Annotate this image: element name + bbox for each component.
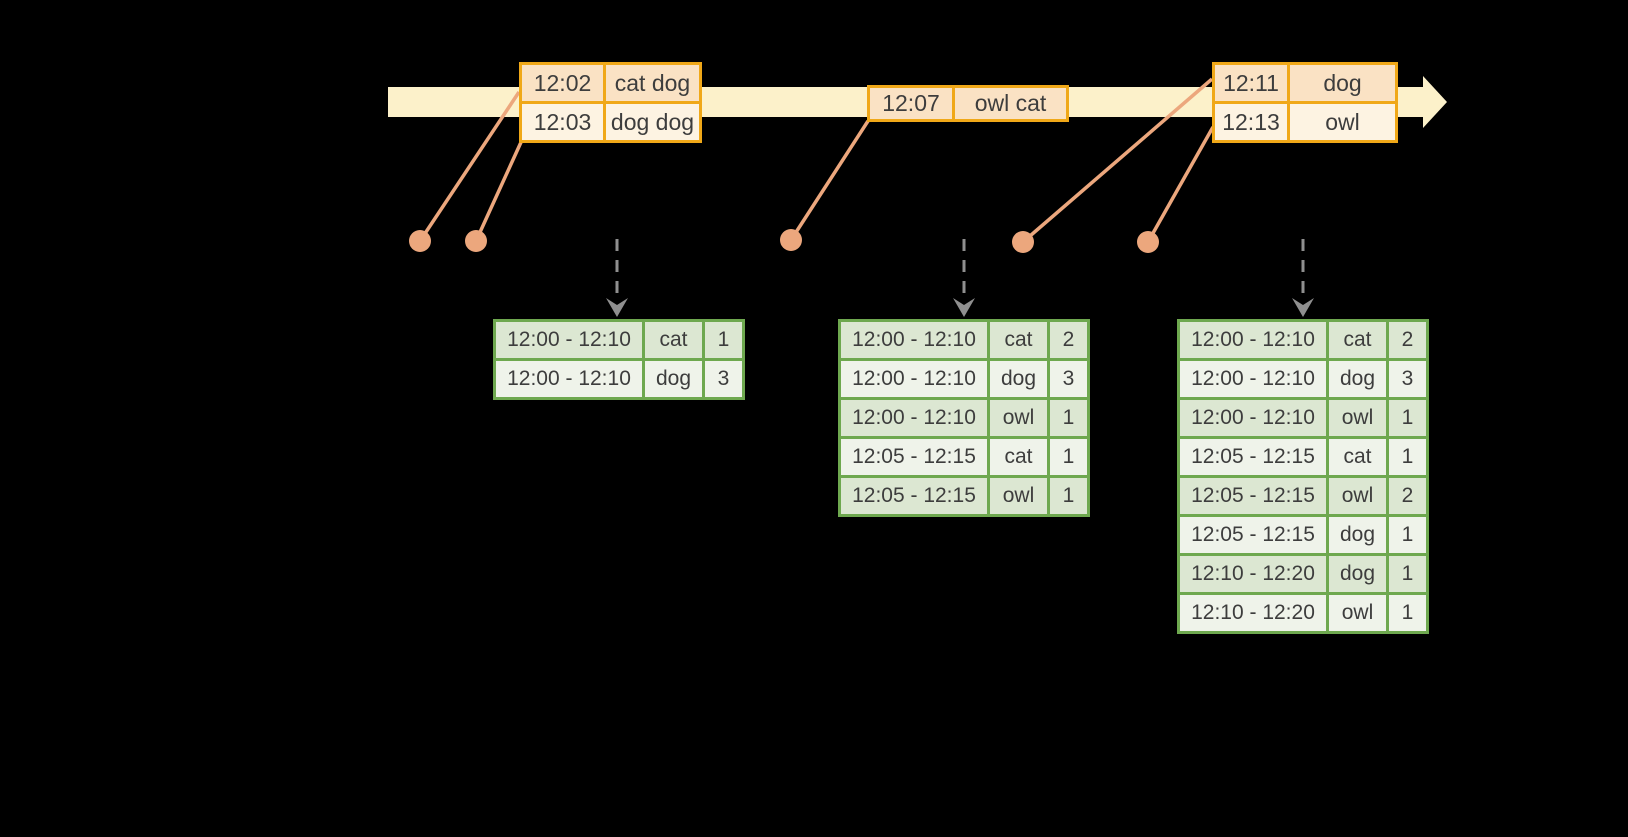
word-cell: cat	[990, 322, 1047, 358]
count-cell: 1	[1389, 595, 1426, 631]
word-cell: cat	[1329, 322, 1386, 358]
result-table-3: 12:00 - 12:10 cat 2 12:00 - 12:10 dog 3 …	[1177, 319, 1429, 634]
connector-line	[789, 120, 870, 241]
trigger-down-arrow-icon	[1292, 239, 1314, 317]
word-cell: dog	[990, 361, 1047, 397]
result-table-2: 12:00 - 12:10 cat 2 12:00 - 12:10 dog 3 …	[838, 319, 1090, 517]
event-time-cell: 12:13	[1215, 104, 1287, 140]
window-cell: 12:00 - 12:10	[496, 322, 642, 358]
result-table-1: 12:00 - 12:10 cat 1 12:00 - 12:10 dog 3	[493, 319, 745, 400]
window-cell: 12:05 - 12:15	[1180, 478, 1326, 514]
window-cell: 12:00 - 12:10	[841, 400, 987, 436]
window-cell: 12:05 - 12:15	[1180, 439, 1326, 475]
event-time-cell: 12:11	[1215, 65, 1287, 101]
event-dot	[409, 230, 431, 252]
word-cell: owl	[1329, 595, 1386, 631]
event-words-cell: owl	[1290, 104, 1395, 140]
word-cell: owl	[1329, 478, 1386, 514]
event-dot	[780, 229, 802, 251]
connector-line	[418, 91, 521, 242]
word-cell: cat	[990, 439, 1047, 475]
window-cell: 12:00 - 12:10	[1180, 361, 1326, 397]
timeline-arrowhead-icon	[1423, 76, 1447, 128]
count-cell: 2	[1389, 478, 1426, 514]
event-dot	[465, 230, 487, 252]
word-cell: dog	[645, 361, 702, 397]
window-cell: 12:00 - 12:10	[496, 361, 642, 397]
window-cell: 12:00 - 12:10	[1180, 322, 1326, 358]
event-words-cell: dog	[1290, 65, 1395, 101]
window-cell: 12:10 - 12:20	[1180, 595, 1326, 631]
window-cell: 12:10 - 12:20	[1180, 556, 1326, 592]
word-cell: dog	[1329, 556, 1386, 592]
count-cell: 2	[1389, 322, 1426, 358]
window-cell: 12:05 - 12:15	[841, 478, 987, 514]
count-cell: 3	[1389, 361, 1426, 397]
count-cell: 2	[1050, 322, 1087, 358]
word-cell: cat	[645, 322, 702, 358]
event-time-cell: 12:07	[870, 88, 952, 119]
event-dots	[409, 229, 1159, 253]
count-cell: 3	[705, 361, 742, 397]
connector-line	[1021, 77, 1214, 244]
event-table-2: 12:07 owl cat	[867, 85, 1069, 122]
count-cell: 1	[1050, 478, 1087, 514]
count-cell: 1	[1389, 556, 1426, 592]
count-cell: 1	[1389, 439, 1426, 475]
event-words-cell: cat dog	[606, 65, 699, 101]
event-words-cell: owl cat	[955, 88, 1066, 119]
count-cell: 1	[1050, 439, 1087, 475]
event-words-cell: dog dog	[606, 104, 699, 140]
connector-line	[1146, 126, 1215, 243]
window-cell: 12:00 - 12:10	[1180, 400, 1326, 436]
window-cell: 12:00 - 12:10	[841, 361, 987, 397]
word-cell: owl	[990, 400, 1047, 436]
connector-line	[474, 139, 524, 242]
event-table-3: 12:11 dog 12:13 owl	[1212, 62, 1398, 143]
word-cell: owl	[990, 478, 1047, 514]
event-table-1: 12:02 cat dog 12:03 dog dog	[519, 62, 702, 143]
word-cell: dog	[1329, 517, 1386, 553]
window-cell: 12:00 - 12:10	[841, 322, 987, 358]
word-cell: dog	[1329, 361, 1386, 397]
trigger-arrow-head	[606, 298, 628, 317]
trigger-arrow-head	[1292, 298, 1314, 317]
word-cell: owl	[1329, 400, 1386, 436]
event-dot	[1137, 231, 1159, 253]
event-dot	[1012, 231, 1034, 253]
trigger-down-arrow-icon	[606, 239, 628, 317]
count-cell: 3	[1050, 361, 1087, 397]
connector-lines	[418, 77, 1215, 244]
window-cell: 12:05 - 12:15	[841, 439, 987, 475]
count-cell: 1	[705, 322, 742, 358]
count-cell: 1	[1389, 517, 1426, 553]
event-time-cell: 12:02	[522, 65, 603, 101]
event-time-cell: 12:03	[522, 104, 603, 140]
word-cell: cat	[1329, 439, 1386, 475]
window-cell: 12:05 - 12:15	[1180, 517, 1326, 553]
count-cell: 1	[1050, 400, 1087, 436]
trigger-down-arrow-icon	[953, 239, 975, 317]
count-cell: 1	[1389, 400, 1426, 436]
trigger-arrow-head	[953, 298, 975, 317]
